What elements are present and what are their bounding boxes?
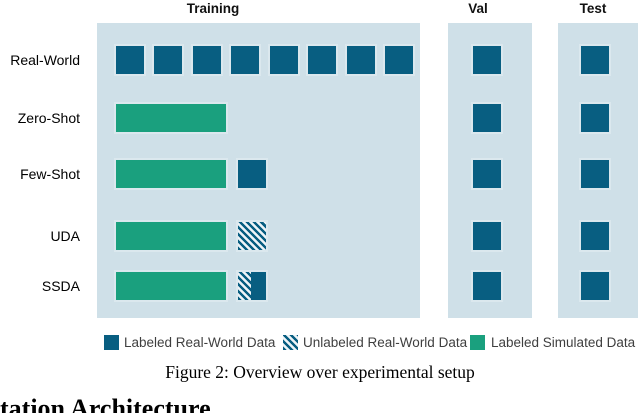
unlabeled-real-cell — [236, 220, 268, 252]
partial-section-heading: tation Architecture — [0, 394, 211, 413]
labeled-real-cell — [471, 158, 503, 190]
row-label-zero-shot: Zero-Shot — [17, 110, 80, 126]
labeled-real-cell — [579, 44, 611, 76]
legend-label-labeled-sim: Labeled Simulated Data — [491, 335, 636, 350]
labeled-real-cell — [471, 44, 503, 76]
unlabeled-real-part — [238, 272, 251, 300]
labeled-real-cell — [471, 220, 503, 252]
legend-swatch-labeled-real — [104, 335, 119, 350]
labeled-sim-bar — [114, 220, 228, 252]
labeled-real-cell — [268, 44, 300, 76]
labeled-real-cell — [471, 270, 503, 302]
labeled-real-cell — [152, 44, 184, 76]
legend-swatch-unlabeled-real — [283, 335, 298, 350]
labeled-real-cell — [579, 270, 611, 302]
row-label-uda: UDA — [50, 228, 80, 244]
labeled-real-cell — [345, 44, 377, 76]
split-unlabeled-labeled-cell — [236, 270, 268, 302]
row-label-ssda: SSDA — [41, 278, 80, 294]
labeled-real-cell — [114, 44, 146, 76]
labeled-real-cell — [236, 158, 268, 190]
row-label-few-shot: Few-Shot — [20, 166, 80, 182]
legend-swatch-labeled-sim — [470, 335, 485, 350]
labeled-real-cell — [579, 220, 611, 252]
labeled-real-cell — [579, 102, 611, 134]
labeled-real-cell — [191, 44, 223, 76]
row-label-real-world: Real-World — [10, 52, 80, 68]
labeled-sim-bar — [114, 270, 228, 302]
legend-label-labeled-real: Labeled Real-World Data — [124, 335, 276, 350]
column-header-test: Test — [579, 1, 607, 16]
labeled-sim-bar — [114, 102, 228, 134]
column-header-training: Training — [186, 1, 240, 16]
column-header-val: Val — [468, 1, 488, 16]
labeled-real-cell — [383, 44, 415, 76]
labeled-real-part — [251, 272, 266, 300]
labeled-real-cell — [229, 44, 261, 76]
figure-caption: Figure 2: Overview over experimental set… — [165, 362, 475, 382]
labeled-real-cell — [579, 158, 611, 190]
labeled-sim-bar — [114, 158, 228, 190]
labeled-real-cell — [306, 44, 338, 76]
legend-label-unlabeled-real: Unlabeled Real-World Data — [303, 335, 468, 350]
labeled-real-cell — [471, 102, 503, 134]
